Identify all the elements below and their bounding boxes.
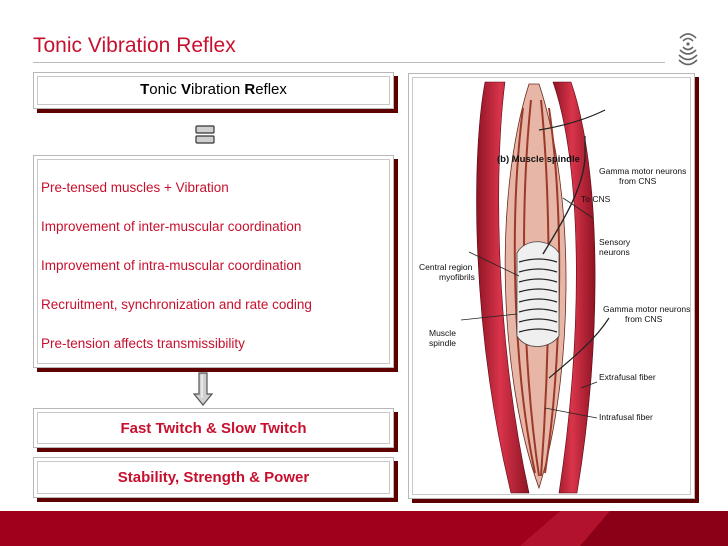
label-gamma-top-1: Gamma motor neurons bbox=[599, 166, 686, 176]
sensory-coil bbox=[518, 258, 558, 333]
header-part-eflex: eflex bbox=[255, 81, 287, 98]
label-central-2: myofibrils bbox=[439, 272, 475, 282]
points-box: Pre-tensed muscles + Vibration Improveme… bbox=[33, 155, 394, 368]
header-part-ibration: ibration bbox=[190, 81, 245, 98]
extrafusal-fiber-right bbox=[552, 81, 596, 494]
points-box-frame bbox=[37, 159, 390, 364]
result-text-stability: Stability, Strength & Power bbox=[117, 469, 310, 486]
point-item: Improvement of intra-muscular coordinati… bbox=[41, 258, 302, 273]
label-central-1: Central region bbox=[419, 262, 473, 272]
point-item: Pre-tension affects transmissibility bbox=[41, 336, 245, 351]
footer-bar bbox=[0, 511, 728, 546]
label-extrafusal: Extrafusal fiber bbox=[599, 372, 656, 382]
sound-waves-logo-icon bbox=[678, 33, 698, 66]
title-divider bbox=[33, 62, 665, 63]
label-gamma-top-2: from CNS bbox=[619, 176, 657, 186]
connector-extrafusal bbox=[580, 381, 598, 389]
header-part-onic: onic bbox=[149, 81, 181, 98]
result-box-twitch: Fast Twitch & Slow Twitch bbox=[33, 408, 394, 448]
label-gamma-mid-2: from CNS bbox=[625, 314, 663, 324]
gamma-nerve-top bbox=[538, 109, 606, 131]
connector-spindle bbox=[460, 313, 518, 321]
header-box-text: Tonic Vibration Reflex bbox=[34, 81, 393, 98]
label-sensory-1: Sensory bbox=[599, 237, 631, 247]
label-gamma-mid-1: Gamma motor neurons bbox=[603, 304, 690, 314]
point-item: Improvement of inter-muscular coordinati… bbox=[41, 219, 302, 234]
label-spindle-1: Muscle bbox=[429, 328, 456, 338]
slide-title: Tonic Vibration Reflex bbox=[33, 34, 236, 57]
header-initial-t: T bbox=[140, 81, 150, 98]
result-box-stability-frame bbox=[37, 461, 390, 494]
muscle-spindle-illustration: (b) Muscle spindle Gamma motor neurons f… bbox=[419, 81, 690, 494]
extrafusal-fiber-left bbox=[476, 81, 530, 494]
header-box: Tonic Vibration Reflex bbox=[33, 72, 394, 109]
result-text-twitch: Fast Twitch & Slow Twitch bbox=[120, 420, 307, 437]
result-box-twitch-frame bbox=[37, 412, 390, 444]
label-sensory-2: neurons bbox=[599, 247, 630, 257]
footer-decoration bbox=[520, 511, 728, 546]
label-to-cns: To CNS bbox=[581, 194, 611, 204]
header-initial-r: R bbox=[244, 81, 256, 98]
label-spindle-2: spindle bbox=[429, 338, 456, 348]
figure-box-frame bbox=[412, 77, 691, 495]
point-item: Recruitment, synchronization and rate co… bbox=[41, 297, 312, 312]
figure-box: (b) Muscle spindle Gamma motor neurons f… bbox=[408, 73, 695, 499]
header-initial-v: V bbox=[180, 81, 191, 98]
result-box-stability: Stability, Strength & Power bbox=[33, 457, 394, 498]
down-arrow-icon bbox=[193, 372, 213, 406]
equals-icon bbox=[195, 125, 215, 144]
point-item: Pre-tensed muscles + Vibration bbox=[41, 180, 229, 195]
figure-title: (b) Muscle spindle bbox=[497, 154, 580, 165]
gamma-nerve-mid bbox=[548, 317, 610, 379]
connector-central bbox=[468, 251, 520, 277]
label-intrafusal: Intrafusal fiber bbox=[599, 412, 653, 422]
connector-sensory bbox=[562, 197, 594, 219]
header-box-frame bbox=[37, 76, 390, 105]
connector-intrafusal bbox=[544, 407, 598, 419]
